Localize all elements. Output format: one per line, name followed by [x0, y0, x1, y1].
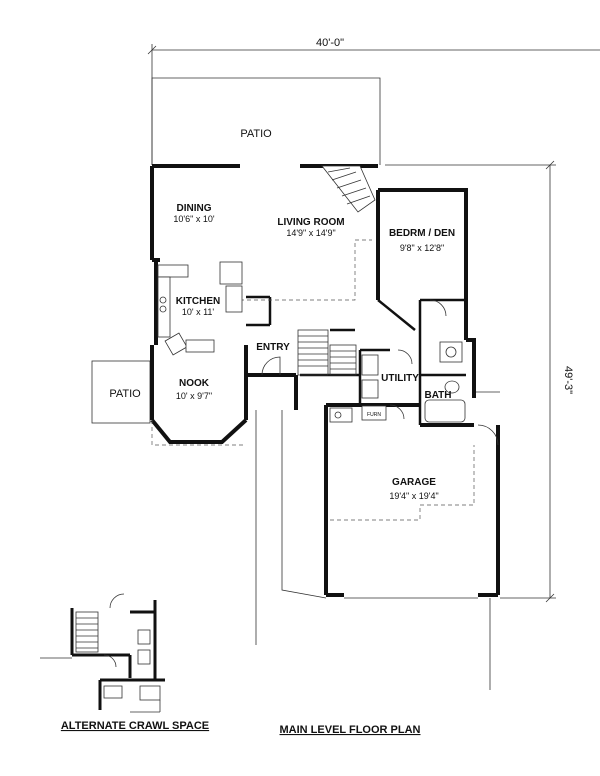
bedroom-name: BEDRM / DEN	[389, 228, 455, 239]
fireplace	[321, 165, 376, 213]
alternate-caption: ALTERNATE CRAWL SPACE	[61, 720, 209, 732]
furnace-label: FURN	[367, 412, 381, 418]
dashed-lines	[151, 239, 475, 521]
doors	[261, 299, 499, 446]
entry-name: ENTRY	[256, 342, 290, 353]
utility-fixtures: FURN	[329, 354, 387, 423]
rear-patio: PATIO	[151, 77, 381, 165]
dining-name: DINING	[177, 203, 212, 214]
nook-size: 10' x 9'7"	[176, 391, 212, 401]
utility-name: UTILITY	[381, 373, 419, 384]
side-patio-label: PATIO	[109, 388, 141, 400]
site-lines	[255, 391, 500, 690]
width-dimension-label: 40'-0"	[316, 37, 344, 49]
rear-patio-label: PATIO	[240, 128, 272, 140]
garage-size: 19'4" x 19'4"	[389, 491, 438, 501]
kitchen-name: KITCHEN	[176, 296, 220, 307]
main-caption: MAIN LEVEL FLOOR PLAN	[280, 724, 421, 736]
bedroom-size: 9'8" x 12'8"	[400, 243, 444, 253]
dining-size: 10'6" x 10'	[173, 214, 214, 224]
depth-dimension: 49'-3"	[385, 160, 574, 603]
side-patio: PATIO	[91, 360, 151, 424]
bath-fixtures	[424, 341, 466, 423]
width-dimension: 40'-0"	[147, 37, 600, 165]
living-name: LIVING ROOM	[277, 217, 344, 228]
garage-name: GARAGE	[392, 477, 436, 488]
kitchen-size: 10' x 11'	[182, 307, 215, 317]
room-labels: DINING 10'6" x 10' LIVING ROOM 14'9" x 1…	[173, 203, 455, 501]
alternate-crawl-space-inset	[40, 593, 165, 713]
stairs	[297, 329, 357, 376]
depth-dimension-label: 49'-3"	[562, 366, 574, 394]
bath-name: BATH	[424, 390, 451, 401]
nook-name: NOOK	[179, 378, 210, 389]
kitchen-fixtures	[157, 261, 243, 356]
living-size: 14'9" x 14'9"	[286, 228, 335, 238]
